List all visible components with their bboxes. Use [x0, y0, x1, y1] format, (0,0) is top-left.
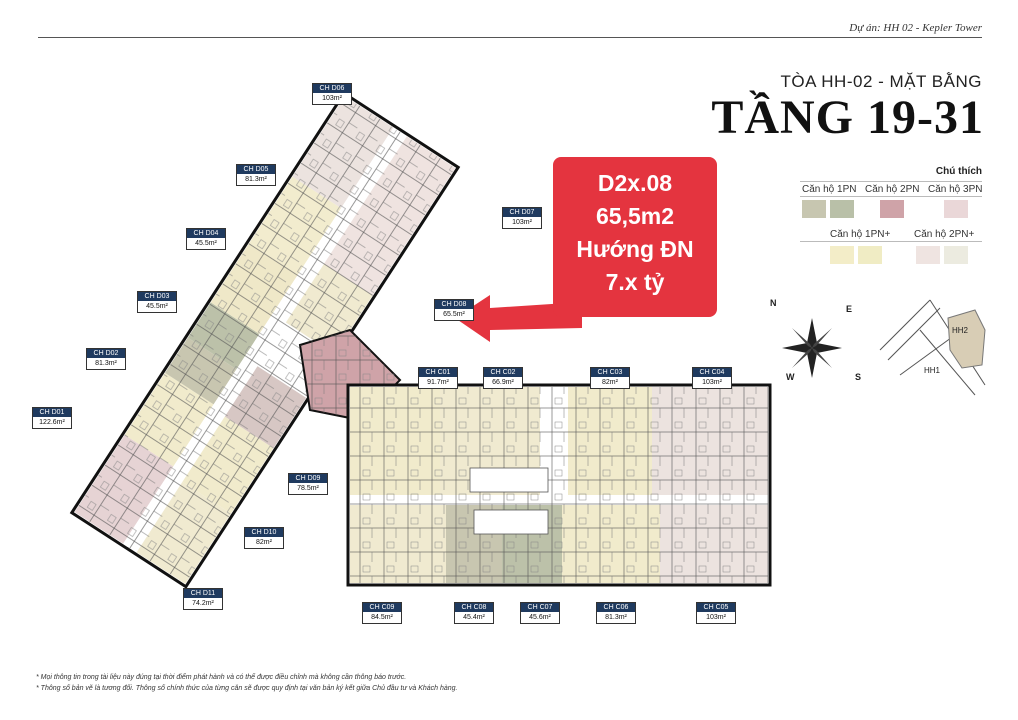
promo-arrow — [455, 295, 582, 342]
legend-divider — [800, 196, 982, 197]
legend-swatch-3pn — [944, 200, 968, 218]
wing-c — [346, 383, 772, 587]
legend-swatch-1pn-plus-b — [858, 246, 882, 264]
legend-swatch-1pn-b — [830, 200, 854, 218]
compass-w-label: W — [786, 372, 795, 382]
page-subtitle: TÒA HH-02 - MẶT BẰNG — [780, 72, 982, 91]
legend-swatch-2pn — [880, 200, 904, 218]
legend-swatch-2pn-plus-b — [944, 246, 968, 264]
promo-callout: D2x.08 65,5m2 Hướng ĐN 7.x tỷ — [553, 157, 717, 317]
legend-swatch-2pn-plus-a — [916, 246, 940, 264]
compass-rose — [782, 318, 842, 378]
promo-area: 65,5m2 — [595, 203, 674, 229]
legend-swatch-1pn-plus-a — [830, 246, 854, 264]
legend-swatch-1pn-a — [802, 200, 826, 218]
site-label-hh2: HH2 — [952, 326, 969, 335]
compass-e-label: E — [846, 304, 853, 314]
legend-label-3pn: Căn hộ 3PN — [928, 184, 983, 195]
legend-label-2pn-plus: Căn hộ 2PN+ — [914, 229, 975, 240]
site-label-hh1: HH1 — [924, 366, 941, 375]
legend-divider — [800, 241, 982, 242]
promo-unit: D2x.08 — [597, 170, 673, 196]
promo-price: 7.x tỷ — [605, 269, 665, 295]
legend-label-1pn-plus: Căn hộ 1PN+ — [830, 229, 891, 240]
footnote-2: * Thông số bản vẽ là tương đối. Thông số… — [36, 685, 458, 692]
site-map — [879, 299, 986, 396]
legend-divider — [800, 181, 982, 182]
footnotes: * Mọi thông tin trong tài liệu này đúng … — [36, 672, 458, 694]
promo-direction: Hướng ĐN — [576, 236, 694, 262]
legend-label-2pn: Căn hộ 2PN — [865, 184, 920, 195]
header-divider — [38, 37, 982, 38]
project-name: Dự án: HH 02 - Kepler Tower — [849, 22, 982, 34]
legend-title: Chú thích — [935, 166, 982, 177]
legend-label-1pn: Căn hộ 1PN — [802, 184, 857, 195]
compass-s-label: S — [855, 372, 862, 382]
compass-n-label: N — [770, 298, 777, 308]
footnote-1: * Mọi thông tin trong tài liệu này đúng … — [36, 674, 407, 681]
page-title: TẦNG 19-31 — [711, 91, 984, 144]
